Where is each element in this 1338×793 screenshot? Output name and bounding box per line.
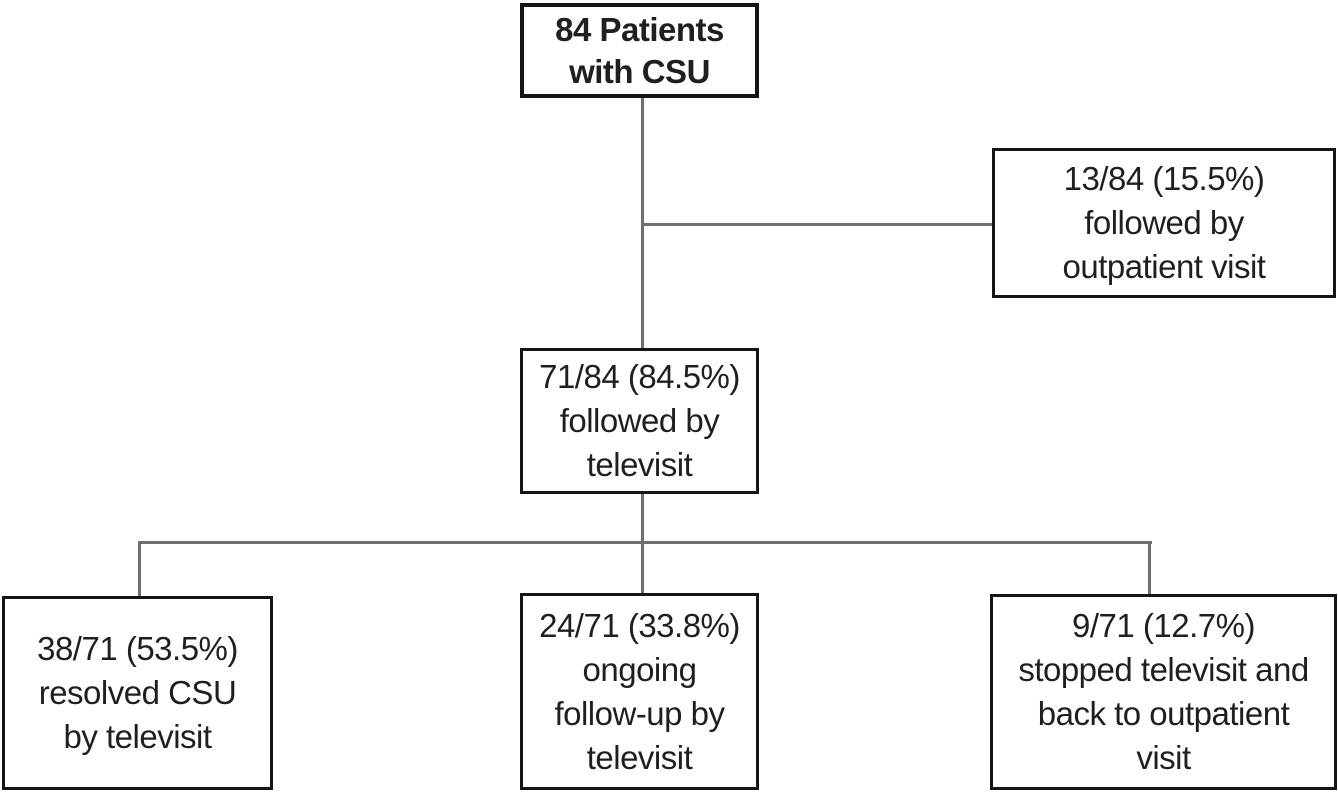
node-text-line: 71/84 (84.5%) bbox=[539, 358, 740, 395]
connector-branch-bottom bbox=[138, 541, 1152, 544]
node-text-line: with CSU bbox=[569, 52, 710, 90]
node-resolved-csu-by-televisit: 38/71 (53.5%) resolved CSU by televisit bbox=[2, 596, 273, 790]
node-text-line: by televisit bbox=[63, 718, 212, 755]
connector-branch-to-outpatient bbox=[642, 223, 992, 226]
node-text-line: televisit bbox=[586, 738, 693, 776]
node-text-line: follow-up by bbox=[554, 694, 725, 732]
connector-drop-to-stopped bbox=[1148, 541, 1151, 594]
node-text-line: back to outpatient bbox=[1037, 695, 1290, 732]
connector-root-to-televisit bbox=[641, 97, 644, 348]
node-ongoing-follow-up-by-televisit: 24/71 (33.8%) ongoing follow-up by telev… bbox=[520, 593, 759, 790]
node-text-line: 38/71 (53.5%) bbox=[37, 630, 238, 667]
node-text-line: 13/84 (15.5%) bbox=[1063, 160, 1265, 197]
node-followed-by-televisit: 71/84 (84.5%) followed by televisit bbox=[520, 348, 759, 494]
node-patients-with-csu: 84 Patients with CSU bbox=[520, 3, 759, 98]
node-text-line: 84 Patients bbox=[555, 10, 724, 48]
node-text-line: ongoing bbox=[582, 650, 697, 688]
node-text-line: resolved CSU bbox=[38, 674, 237, 711]
node-followed-by-outpatient-visit: 13/84 (15.5%) followed by outpatient vis… bbox=[992, 148, 1336, 298]
connector-drop-to-resolved bbox=[138, 541, 141, 596]
node-stopped-televisit-back-to-outpatient: 9/71 (12.7%) stopped televisit and back … bbox=[990, 594, 1337, 790]
node-text-line: 24/71 (33.8%) bbox=[539, 606, 740, 644]
node-text-line: followed by bbox=[1084, 204, 1244, 241]
node-text-line: televisit bbox=[586, 446, 693, 483]
node-text-line: outpatient visit bbox=[1062, 248, 1266, 285]
node-text-line: 9/71 (12.7%) bbox=[1072, 607, 1255, 644]
node-text-line: stopped televisit and bbox=[1018, 651, 1309, 688]
node-text-line: followed by bbox=[559, 402, 720, 439]
node-text-line: visit bbox=[1136, 739, 1191, 776]
